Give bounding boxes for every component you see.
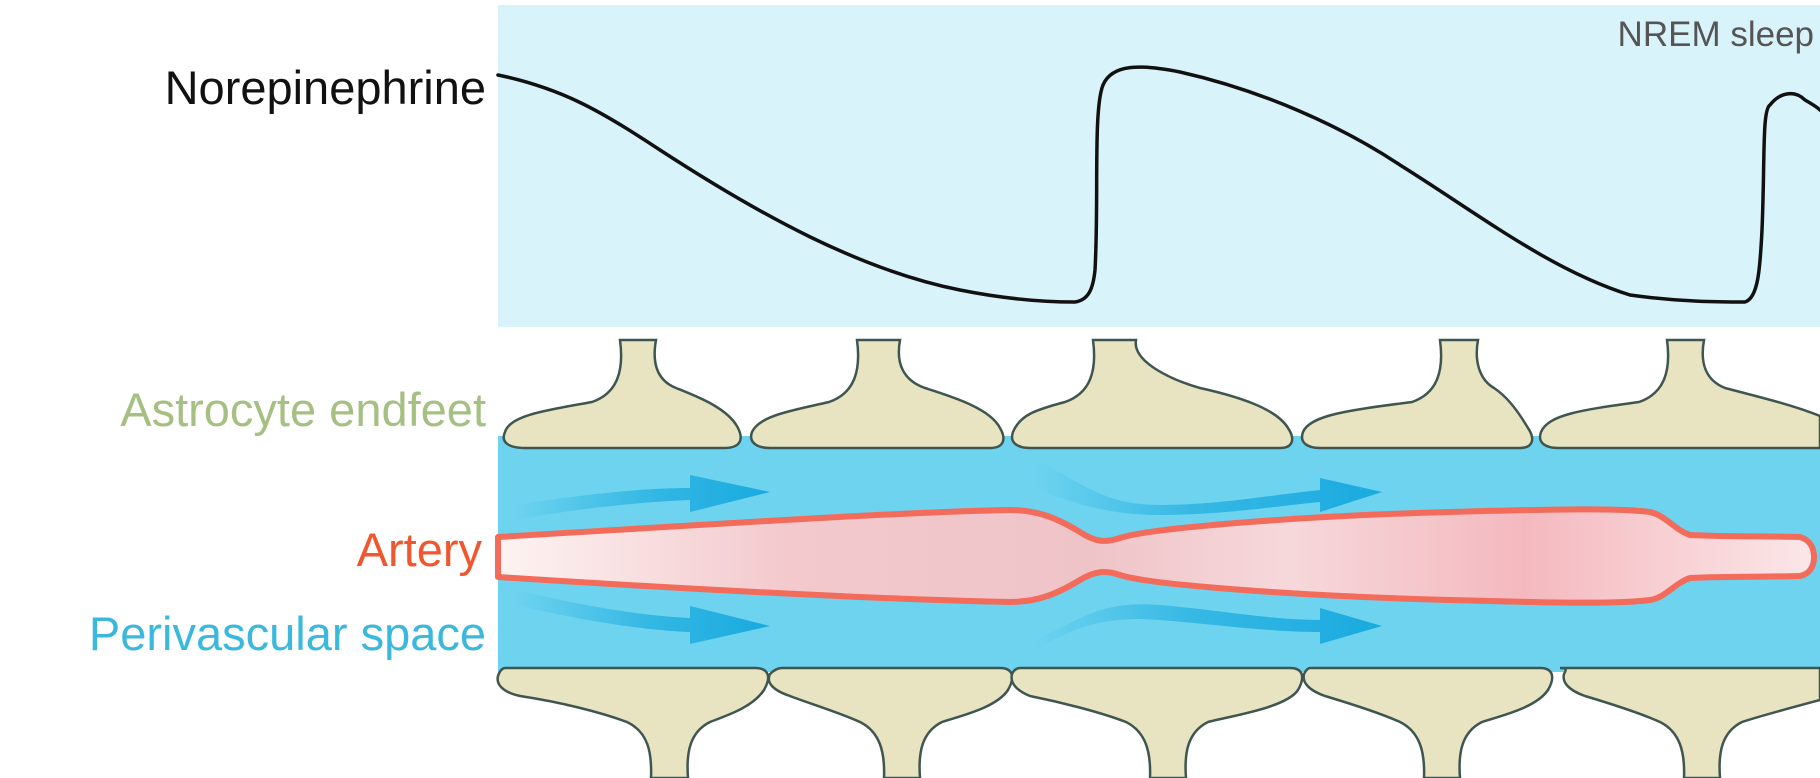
astrocyte-endfoot — [1300, 338, 1534, 450]
astrocyte-endfoot — [1302, 666, 1554, 778]
astrocyte-endfeet-top — [502, 338, 1820, 450]
astrocyte-endfoot — [1559, 666, 1820, 778]
flow-arrow-upper-left — [515, 475, 770, 520]
astrocyte-endfoot — [496, 666, 770, 778]
norepinephrine-panel: NREM sleep — [496, 5, 1820, 327]
astrocyte-endfoot — [502, 338, 742, 450]
norepinephrine-label: Norepinephrine — [165, 61, 486, 114]
artery-label: Artery — [357, 523, 483, 576]
astrocyte-endfeet-label: Astrocyte endfeet — [120, 383, 486, 436]
astrocyte-endfoot — [749, 338, 1005, 450]
nrem-panel-background — [498, 5, 1820, 327]
astrocyte-endfoot — [1010, 666, 1304, 778]
artery-vessel — [495, 506, 1817, 606]
artery — [495, 506, 1817, 606]
perivascular-space-label: Perivascular space — [89, 607, 486, 660]
astrocyte-endfoot — [1010, 338, 1294, 450]
nrem-sleep-label: NREM sleep — [1618, 15, 1814, 54]
flow-arrow-upper-right — [1035, 460, 1382, 515]
flow-arrow-lower-right — [1035, 604, 1382, 650]
csf-flow-arrows — [515, 460, 1382, 650]
astrocyte-endfoot — [1538, 338, 1820, 450]
astrocyte-endfoot — [767, 666, 1014, 778]
norepinephrine-trace — [496, 65, 1820, 304]
astrocyte-endfeet-bottom — [496, 666, 1820, 778]
flow-arrow-lower-left — [515, 590, 770, 644]
